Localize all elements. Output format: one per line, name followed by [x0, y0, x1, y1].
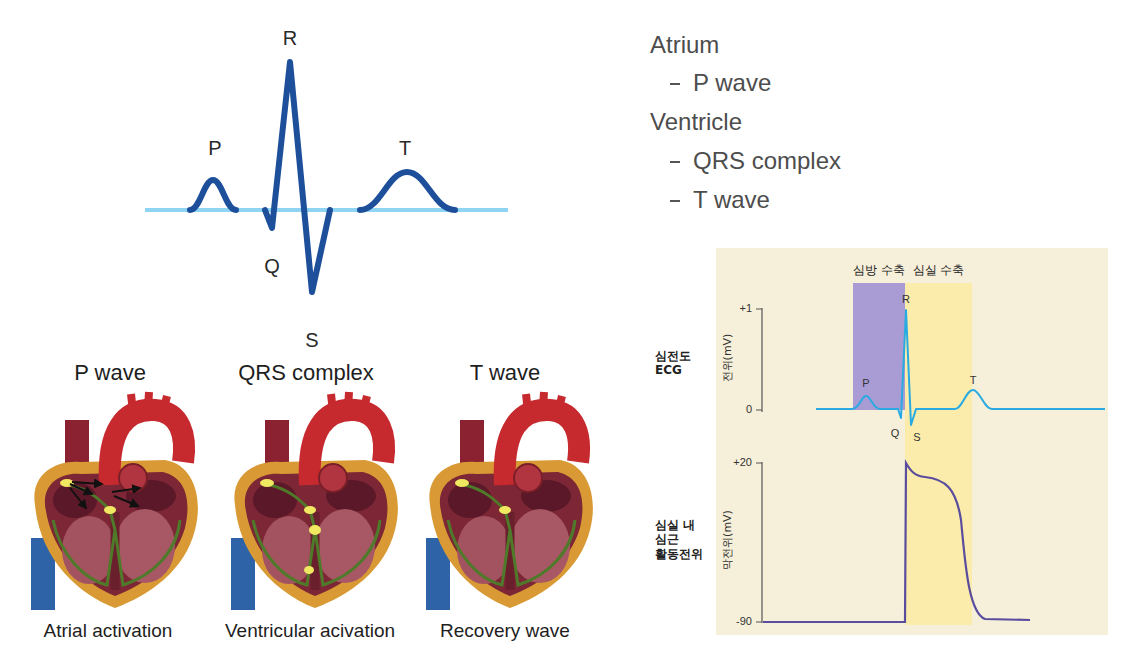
- heart-illustration: [231, 392, 398, 610]
- wave-letter: P: [208, 136, 221, 160]
- activation-arrow: [112, 488, 140, 492]
- tick-value: 0: [746, 403, 752, 416]
- bundle-glow: [309, 525, 321, 535]
- list-heading: Ventricle: [650, 108, 742, 137]
- activation-arrow: [72, 482, 102, 484]
- ecg-axis: [756, 308, 762, 412]
- heart-caption: Recovery wave: [440, 620, 570, 643]
- heart-caption: Ventricular acivation: [225, 620, 395, 643]
- phase-band: 심방 수축: [851, 262, 907, 410]
- wave-letter: T: [399, 136, 411, 160]
- wave-letter: S: [305, 328, 318, 352]
- qrs-trace: [265, 62, 330, 292]
- list-item: T wave: [693, 186, 770, 215]
- heart-caption: P wave: [74, 360, 146, 386]
- tick-value: +1: [739, 302, 752, 315]
- ecg-trace: [816, 310, 1105, 425]
- bundle-glow: [304, 566, 314, 574]
- axis-title: 막전위(mV): [721, 510, 734, 570]
- activation-arrows: [70, 482, 140, 508]
- phase-band: 심실 수축: [905, 262, 972, 625]
- wave-letter: P: [862, 377, 869, 390]
- wave-letter: Q: [264, 254, 280, 278]
- phase-label: 심방 수축: [851, 262, 907, 278]
- t-wave-trace: [360, 172, 455, 210]
- heart-illustration: [426, 392, 593, 610]
- activation-arrow: [114, 496, 138, 506]
- wave-letter: Q: [891, 427, 900, 440]
- axis-title: 전위(mV): [721, 334, 734, 383]
- action-potential-trace: [763, 463, 1030, 622]
- wave-letter: R: [283, 26, 297, 50]
- tick-value: -90: [736, 615, 752, 628]
- phase-label: 심실 수축: [905, 262, 972, 278]
- list-item: P wave: [693, 69, 771, 98]
- ap-axis: [756, 462, 762, 623]
- ventricular-band: [905, 283, 972, 625]
- heart-caption: T wave: [470, 360, 541, 386]
- p-wave-trace: [190, 180, 236, 210]
- heart-caption: Atrial activation: [44, 620, 173, 643]
- list-heading: Atrium: [650, 31, 719, 60]
- wave-letter: T: [970, 374, 977, 387]
- atrial-band: [853, 283, 905, 410]
- wave-letter: S: [913, 431, 920, 444]
- activation-arrow: [70, 488, 86, 508]
- wave-letter: R: [902, 293, 910, 306]
- row-title: 심전도 ECG: [655, 349, 705, 378]
- heart-caption: QRS complex: [238, 360, 374, 386]
- heart-illustration: [31, 392, 198, 610]
- list-item: QRS complex: [693, 147, 841, 176]
- chart-panel: [716, 248, 1108, 635]
- list-dash: [670, 84, 680, 201]
- tick-value: +20: [733, 456, 752, 469]
- row-title: 심실 내 심근 활동전위: [655, 518, 711, 561]
